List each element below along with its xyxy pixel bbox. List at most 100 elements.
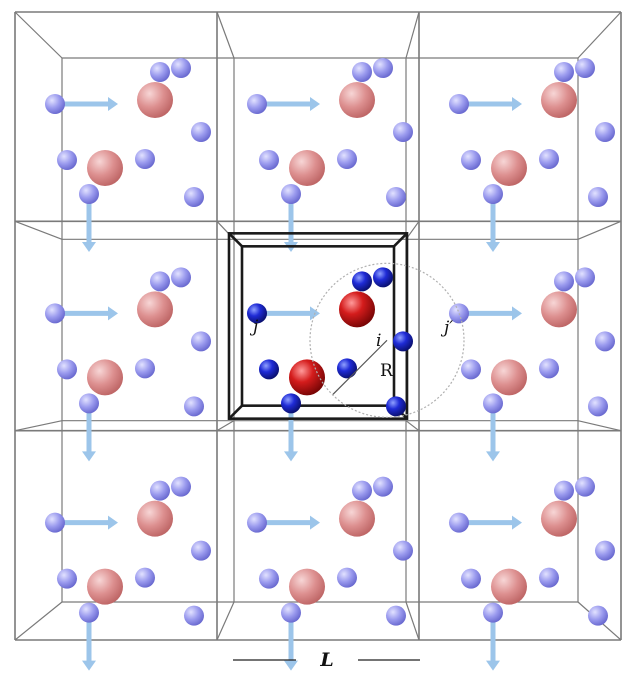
arrow-down-head [82, 660, 96, 671]
depth-connector [216, 420, 235, 432]
small-particle-image [554, 62, 574, 82]
arrow-down-head [82, 451, 96, 462]
arrow-right-head [512, 515, 522, 530]
small-particle-image [393, 540, 413, 561]
large-particle-image [87, 359, 123, 396]
large-particle-image [491, 150, 527, 186]
small-particle [386, 396, 406, 417]
small-particle-image [449, 512, 469, 533]
small-particle-image [575, 58, 595, 78]
small-particle-image [588, 187, 608, 207]
large-particle-image [339, 82, 375, 118]
depth-connector [405, 11, 420, 59]
small-particle-image [281, 184, 301, 204]
small-particle-image [184, 187, 204, 207]
small-particle-image [483, 602, 503, 623]
large-particle-image [541, 500, 577, 537]
small-particle-image [461, 568, 481, 589]
arrow-right-head [512, 97, 522, 111]
small-particle-image [150, 480, 170, 501]
small-particle-image [259, 150, 279, 170]
small-particle-image [171, 58, 191, 78]
depth-connector [14, 601, 63, 641]
central-back-frame [240, 245, 396, 407]
small-particle-image [57, 568, 77, 589]
large-particle-image [491, 359, 527, 396]
depth-connector [405, 601, 420, 641]
small-particle-image [57, 359, 77, 380]
small-particle-image [595, 331, 615, 352]
small-particle-image [184, 396, 204, 417]
large-particle-image [541, 82, 577, 118]
small-particle-image [554, 271, 574, 292]
small-particle-image [386, 187, 406, 207]
arrow-right-head [512, 306, 522, 321]
small-particle [352, 271, 372, 292]
translation-arrows [63, 97, 522, 671]
box-length-label: L [319, 649, 333, 671]
small-particle-image [135, 358, 155, 379]
arrow-down-head [284, 451, 298, 462]
small-particle-image [461, 359, 481, 380]
depth-connector [577, 11, 622, 59]
small-particle-image [461, 150, 481, 170]
small-particle-image [483, 184, 503, 204]
image-j-label: j′ [440, 318, 453, 338]
small-particle-image [57, 150, 77, 170]
arrow-down-head [284, 660, 298, 671]
arrow-right-head [108, 515, 118, 530]
central-front-frame [227, 232, 409, 420]
small-particle-image [449, 303, 469, 324]
depth-connector [14, 220, 63, 240]
small-particle-image [247, 512, 267, 533]
large-particle-image [541, 291, 577, 328]
particles [45, 58, 615, 626]
small-particle-image [539, 358, 559, 379]
depth-connector [216, 601, 235, 641]
arrow-down-head [486, 242, 500, 252]
small-particle-image [337, 149, 357, 169]
arrow-right-head [310, 515, 320, 530]
small-particle-image [171, 476, 191, 497]
arrow-right-head [310, 97, 320, 111]
small-particle-image [247, 94, 267, 114]
particle-j-label: j [249, 317, 259, 337]
small-particle-image [45, 303, 65, 324]
small-particle-image [150, 62, 170, 82]
small-particle-image [588, 605, 608, 626]
cutoff-circle [309, 262, 465, 418]
large-particle [339, 291, 375, 328]
arrow-down-head [486, 660, 500, 671]
small-particle-image [539, 149, 559, 169]
small-particle-image [191, 540, 211, 561]
particle-i-label: i [376, 331, 381, 351]
small-particle-image [595, 122, 615, 142]
small-particle-image [150, 271, 170, 292]
depth-connector [14, 11, 63, 59]
small-particle-image [393, 122, 413, 142]
small-particle-image [135, 567, 155, 588]
cutoff-radius-label: R [380, 361, 394, 381]
small-particle [247, 303, 267, 324]
large-particle-image [137, 291, 173, 328]
small-particle-image [79, 602, 99, 623]
depth-connector [14, 420, 63, 432]
arrow-right-head [108, 306, 118, 321]
small-particle-image [184, 605, 204, 626]
small-particle-image [386, 605, 406, 626]
small-particle-image [79, 184, 99, 204]
large-particle-image [137, 82, 173, 118]
small-particle [373, 267, 393, 288]
large-particle-image [339, 500, 375, 537]
small-particle-image [135, 149, 155, 169]
depth-connector [405, 420, 420, 432]
small-particle-image [171, 267, 191, 288]
small-particle-image [191, 122, 211, 142]
depth-connector [577, 220, 622, 240]
small-particle-image [281, 602, 301, 623]
large-particle-image [289, 568, 325, 605]
small-particle-image [337, 567, 357, 588]
large-particle-image [491, 568, 527, 605]
small-particle-image [588, 396, 608, 417]
